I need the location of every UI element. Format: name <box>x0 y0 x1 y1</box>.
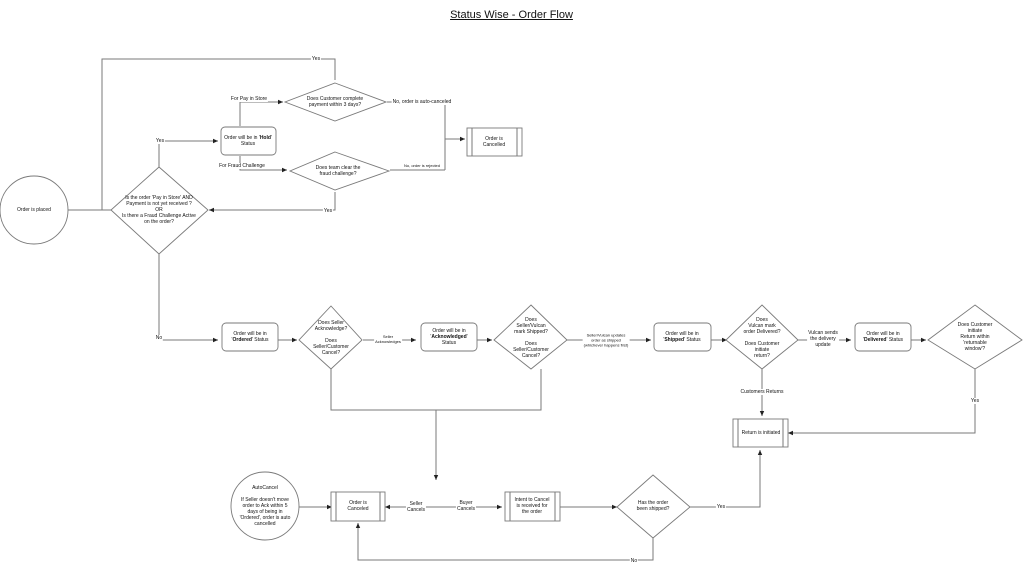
deliver-decision-shape <box>725 304 799 370</box>
edge-label-yes-window: Yes <box>969 398 981 404</box>
delivered-status-shape <box>854 322 912 352</box>
ordered-text-b: ' Status <box>251 337 269 343</box>
edge-label-seller-cancels: Seller Cancels <box>405 501 427 513</box>
delivered-text-a: Order will be in ' <box>862 331 900 343</box>
delivered-text-b: ' Status <box>886 337 903 343</box>
fraud-decision: Does team clear the fraud challenge? <box>315 165 361 177</box>
edge-payment-no <box>387 101 446 170</box>
edge-label-yes-hold: Yes <box>154 138 166 144</box>
shipped-status-node: Order will be in 'Shipped' Status <box>652 331 712 343</box>
edge-label-auto-canceled: No, order is auto-canceled <box>391 99 453 105</box>
canceled-process-shape <box>330 491 386 522</box>
hold-decision-shape <box>110 166 209 255</box>
start-node-shape <box>0 175 69 245</box>
diagram-title: Status Wise - Order Flow <box>450 9 573 21</box>
shipped-bold: Shipped <box>664 337 685 343</box>
hold-status-text-a: Order will be in ' <box>224 135 260 141</box>
edge-label-updates-shipped: Seller/Vulcan updates order as shipped (… <box>582 332 630 348</box>
payment-decision-shape <box>283 82 388 122</box>
ack-text-b: ' Status <box>441 334 468 346</box>
edge-question-to-hold <box>158 138 218 167</box>
fraud-decision-shape <box>288 151 391 191</box>
return-process-shape <box>732 418 789 448</box>
ordered-text-a: Order will be in ' <box>231 331 267 343</box>
delivered-status-node: Order will be in 'Delivered' Status <box>853 331 913 343</box>
autocancel-note: AutoCancel If Seller doesn't move order … <box>239 485 291 527</box>
edge-shipped-yes <box>690 450 763 508</box>
ack-decision: Does Seller Acknowledge? Does Seller/Cus… <box>313 320 349 356</box>
shipped-status-shape <box>653 322 712 352</box>
edge-label-yes-fraud: Yes <box>322 208 334 214</box>
edge-label-no-hold: No <box>154 335 164 341</box>
hold-status-node: Order will be in 'Hold' Status <box>219 135 277 147</box>
ack-bold: Acknowledged <box>431 334 467 340</box>
ordered-bold: Ordered <box>232 337 252 343</box>
hold-status-bold: Hold <box>259 135 271 141</box>
cancelled-process-shape <box>466 127 523 157</box>
edge-hold-to-payment <box>239 99 283 126</box>
window-decision-shape <box>927 304 1023 370</box>
ordered-status-shape <box>221 322 279 352</box>
edge-yes-top-loop <box>101 58 336 210</box>
intent-process-shape <box>504 491 561 522</box>
hold-decision: Is the order 'Pay in Store' AND Payment … <box>122 195 196 225</box>
ack-text-a: Order will be in ' <box>430 328 466 340</box>
shipped-text-b: ' Status <box>684 337 701 343</box>
edge-label-customers-returns: Customers Returns <box>739 389 785 395</box>
edge-label-pay-in-store: For Pay in Store <box>229 96 269 102</box>
edge-cancel-merge <box>330 369 542 411</box>
deliver-decision: Does Vulcan mark order Delivered? Does C… <box>743 317 781 359</box>
shipped-decision: Has the order been shipped? <box>636 500 670 512</box>
edge-fraud-yes <box>209 192 336 213</box>
canceled-node: Order is Canceled <box>347 500 369 512</box>
edge-hold-to-fraud <box>239 156 287 173</box>
cancelled-node: Order is Cancelled <box>482 136 506 148</box>
start-node: Order is placed <box>17 207 51 213</box>
edge-shipped-no <box>355 523 654 561</box>
shipped-decision-shape <box>616 474 691 539</box>
hold-status-text-b: ' Status <box>240 135 272 147</box>
hold-status-shape <box>220 126 277 156</box>
window-decision: Does Customer initiate Return within 're… <box>957 322 993 352</box>
ship-decision-shape <box>493 304 568 370</box>
ack-status-shape <box>420 322 478 352</box>
edge-label-yes-shipped: Yes <box>715 504 727 510</box>
edge-label-yes-top: Yes <box>310 56 322 62</box>
shipped-text-a: Order will be in ' <box>663 331 699 343</box>
ship-decision: Does Seller/Vulcan mark Shipped? Does Se… <box>513 317 549 359</box>
ack-status-node: Order will be in 'Acknowledged' Status <box>419 328 479 346</box>
edge-label-fraud: For Fraud Challenge <box>218 163 266 169</box>
delivered-bold: Delivered <box>863 337 887 343</box>
edge-label-vulcan-delivery: Vulcan sends the delivery update <box>807 330 839 348</box>
ack-decision-shape <box>298 305 363 370</box>
payment-decision: Does Customer complete payment within 3 … <box>306 96 364 108</box>
autocancel-note-shape <box>230 471 300 541</box>
edge-label-no-shipped: No <box>629 558 639 564</box>
ordered-status-node: Order will be in 'Ordered' Status <box>220 331 280 343</box>
edge-label-buyer-cancels: Buyer Cancels <box>455 500 477 512</box>
intent-cancel-node: Intent to Cancel is received for the ord… <box>514 497 550 515</box>
edge-question-no <box>158 254 218 343</box>
edge-label-rejected: No, order is rejected <box>402 163 442 169</box>
return-initiated-node: Return is initiated <box>741 430 781 436</box>
edge-window-yes <box>788 369 976 436</box>
edge-label-seller-ack: Seller Acknowledges <box>374 334 402 344</box>
